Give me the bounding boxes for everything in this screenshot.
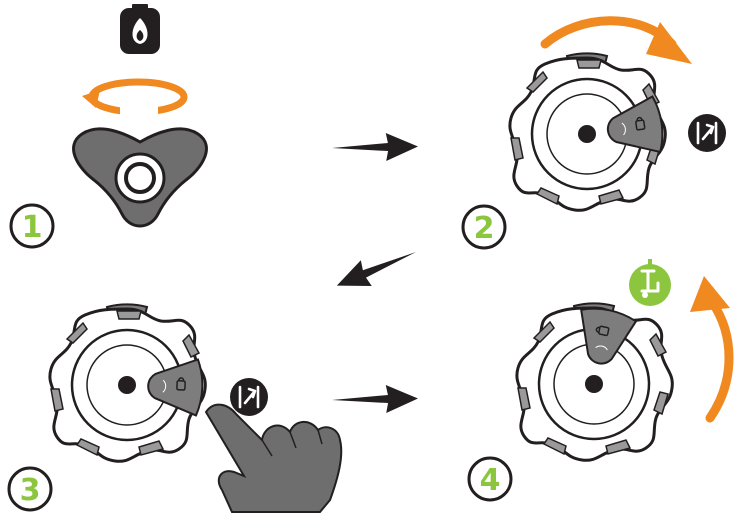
step-3: 3 bbox=[7, 302, 343, 513]
rotate-counterclockwise-icon bbox=[82, 78, 188, 116]
step-1-number: 1 bbox=[22, 210, 43, 245]
flow-arrow-3-to-4 bbox=[331, 384, 419, 414]
flow-arrow-2-to-3 bbox=[331, 239, 422, 299]
step-3-number: 3 bbox=[20, 473, 41, 508]
step-1-number-badge: 1 bbox=[9, 203, 55, 249]
gas-cartridge-icon bbox=[120, 4, 160, 54]
ignition-button-icon bbox=[228, 376, 270, 418]
flow-arrow-1-to-2 bbox=[331, 132, 419, 162]
step-2-number-badge: 2 bbox=[461, 204, 507, 250]
step-4-number-badge: 4 bbox=[467, 456, 513, 502]
green-flame-regulator-icon bbox=[629, 259, 671, 306]
valve-knob bbox=[72, 127, 208, 228]
step-2-number: 2 bbox=[474, 211, 495, 246]
orange-rotate-arrow bbox=[690, 276, 734, 423]
burner-knob bbox=[515, 301, 674, 462]
rotate-clockwise-icon bbox=[646, 22, 692, 64]
step-4-number: 4 bbox=[480, 463, 501, 498]
step-3-number-badge: 3 bbox=[7, 466, 53, 512]
burner-knob bbox=[48, 302, 207, 463]
orange-rotate-arrow bbox=[540, 16, 692, 64]
step-2: 2 bbox=[461, 16, 728, 250]
step-1: 1 bbox=[9, 4, 208, 249]
step-4: 4 bbox=[467, 259, 734, 502]
press-finger-icon bbox=[204, 403, 343, 513]
ignition-button-icon bbox=[686, 112, 728, 154]
burner-knob bbox=[508, 51, 667, 212]
rotate-clockwise-icon bbox=[690, 276, 730, 312]
